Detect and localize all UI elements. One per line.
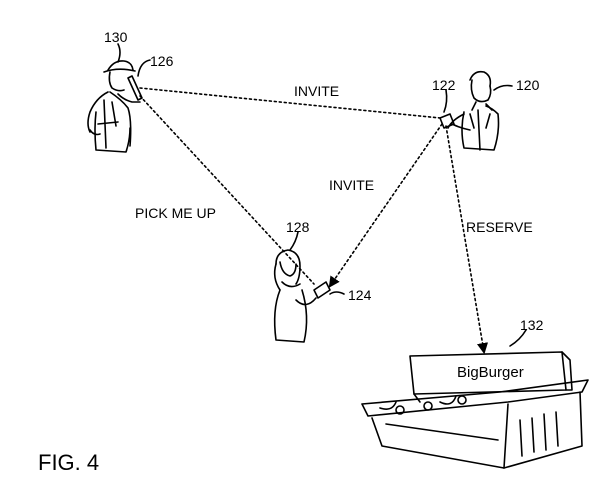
ref-124: 124 [348,287,372,303]
ref-120: 120 [516,77,540,93]
ref-126: 126 [150,53,174,69]
person-128-figure [273,249,331,343]
reference-leaders [117,43,527,347]
ref-128: 128 [286,219,310,235]
link-invite-120-124 [328,123,443,288]
ref-132: 132 [520,317,544,333]
connection-lines [139,87,489,355]
ref-130: 130 [104,29,128,45]
restaurant-sign-text: BigBurger [457,364,524,381]
link-reserve-120-132 [445,125,489,355]
label-pick-me-up: PICK ME UP [135,205,216,221]
link-pickmeup-130-128 [139,95,315,285]
ref-122: 122 [432,77,456,93]
person-130-figure [87,60,143,153]
restaurant-132-figure [361,351,589,469]
person-120-figure [439,70,500,151]
label-reserve: RESERVE [466,219,533,235]
label-invite-top: INVITE [294,83,339,99]
link-invite-130-120 [139,87,441,119]
label-invite-mid: INVITE [329,177,374,193]
figure-label: FIG. 4 [38,450,99,475]
